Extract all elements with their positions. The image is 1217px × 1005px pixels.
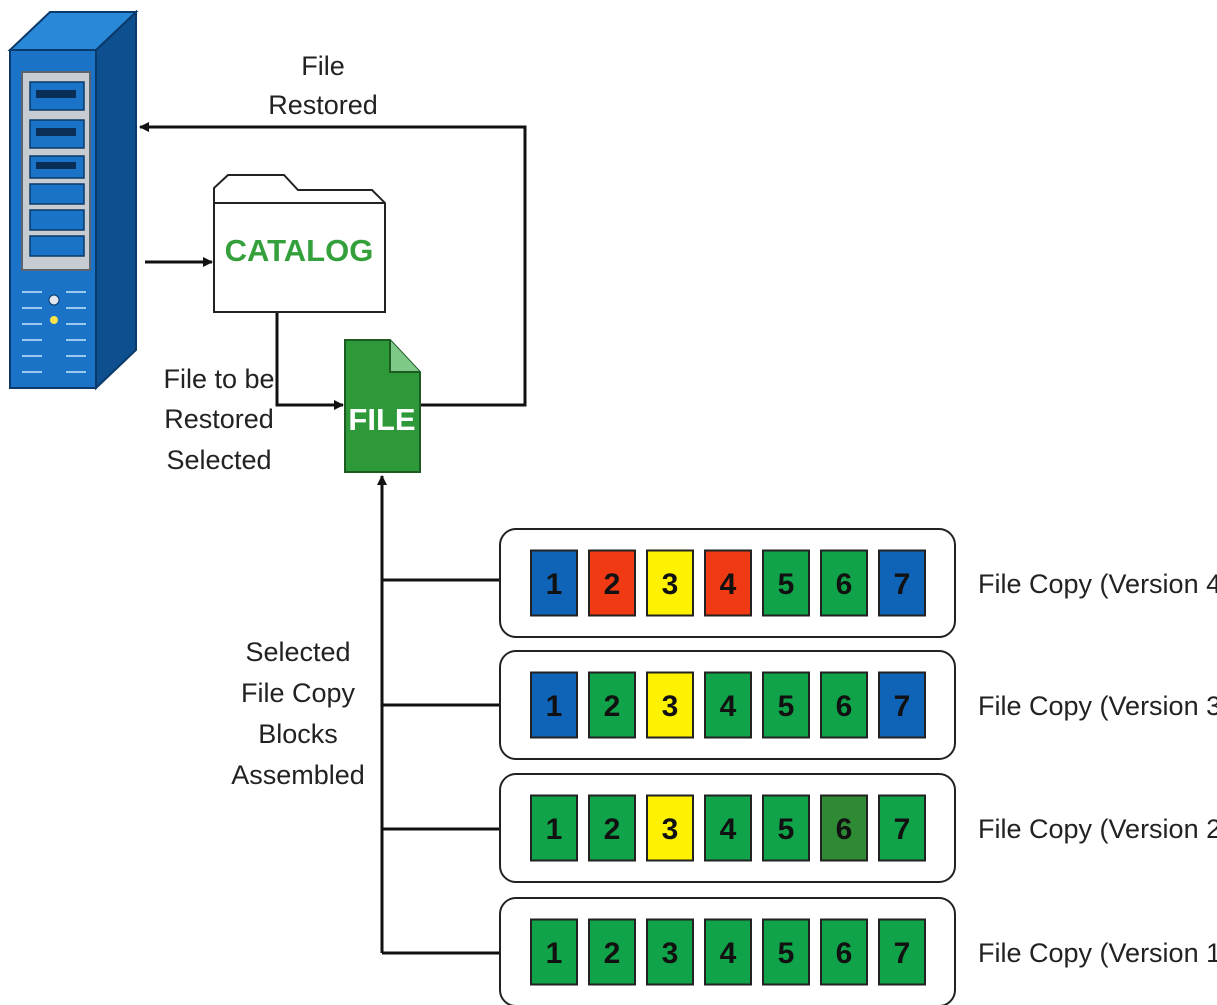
data-block [704, 671, 752, 739]
data-block [820, 794, 868, 862]
data-block-number: 4 [720, 813, 737, 846]
selected-blocks-assembled-label: Selected File Copy Blocks Assembled [231, 637, 365, 790]
data-block-number: 3 [662, 568, 679, 601]
data-block-number: 1 [546, 568, 563, 601]
version-label: File Copy (Version 1) [978, 938, 1217, 968]
version-row: 1 2 3 4 5 6 7 File Copy (Version 4) [499, 528, 1217, 638]
data-block-number: 6 [836, 813, 853, 846]
data-block-number: 4 [720, 690, 737, 723]
data-block-number: 6 [836, 568, 853, 601]
catalog-label: CATALOG [225, 233, 374, 268]
data-block-number: 2 [604, 937, 621, 970]
file-restored-arrow [139, 122, 527, 407]
data-block [530, 671, 578, 739]
catalog-folder: CATALOG [213, 174, 386, 313]
svg-text:Restored: Restored [268, 90, 378, 120]
data-block-number: 1 [546, 813, 563, 846]
data-block-number: 7 [894, 937, 911, 970]
data-block-number: 5 [778, 813, 795, 846]
data-block [878, 549, 926, 617]
data-block-number: 2 [604, 568, 621, 601]
data-block [762, 794, 810, 862]
data-block [878, 918, 926, 986]
data-block [820, 549, 868, 617]
data-block [704, 794, 752, 862]
data-block [704, 918, 752, 986]
data-block [878, 671, 926, 739]
data-block [820, 918, 868, 986]
data-block-number: 7 [894, 568, 911, 601]
data-block [878, 794, 926, 862]
data-block [530, 549, 578, 617]
version-label: File Copy (Version 3) [978, 691, 1217, 721]
svg-text:File: File [301, 51, 345, 81]
data-block [704, 549, 752, 617]
data-block-number: 1 [546, 937, 563, 970]
data-block-number: 2 [604, 690, 621, 723]
folder-icon [213, 174, 386, 313]
data-block-number: 6 [836, 937, 853, 970]
file-document: FILE [344, 339, 421, 473]
data-block [588, 918, 636, 986]
data-block [646, 549, 694, 617]
data-block [762, 549, 810, 617]
data-block-number: 4 [720, 937, 737, 970]
data-block [588, 549, 636, 617]
data-block-number: 5 [778, 937, 795, 970]
svg-text:File to be: File to be [163, 364, 274, 394]
svg-text:Blocks: Blocks [258, 719, 338, 749]
data-block-number: 3 [662, 690, 679, 723]
file-restored-label: File Restored [268, 51, 378, 120]
svg-text:Selected: Selected [245, 637, 350, 667]
data-block-number: 3 [662, 937, 679, 970]
data-block [820, 671, 868, 739]
data-block [762, 918, 810, 986]
version-row: 1 2 3 4 5 6 7 File Copy (Version 3) [499, 650, 1217, 760]
data-block-number: 7 [894, 690, 911, 723]
data-block [530, 794, 578, 862]
version-label: File Copy (Version 2) [978, 814, 1217, 844]
svg-text:File Copy: File Copy [241, 678, 356, 708]
data-block-number: 6 [836, 690, 853, 723]
data-block-number: 5 [778, 568, 795, 601]
file-label: FILE [348, 402, 415, 437]
data-block-number: 4 [720, 568, 737, 601]
version-row: 1 2 3 4 5 6 7 File Copy (Version 1) [499, 897, 1217, 1005]
data-block [588, 794, 636, 862]
data-block [530, 918, 578, 986]
data-block-number: 3 [662, 813, 679, 846]
svg-text:Selected: Selected [166, 445, 271, 475]
file-to-be-restored-label: File to be Restored Selected [163, 364, 274, 475]
connectors [139, 122, 527, 955]
data-block [646, 794, 694, 862]
svg-text:Restored: Restored [164, 404, 274, 434]
data-block-number: 2 [604, 813, 621, 846]
data-block [646, 918, 694, 986]
svg-text:Assembled: Assembled [231, 760, 365, 790]
data-block [762, 671, 810, 739]
version-label: File Copy (Version 4) [978, 569, 1217, 599]
catalog-to-file-arrow [275, 312, 344, 410]
version-row: 1 2 3 4 5 6 7 File Copy (Version 2) [499, 773, 1217, 883]
server-tower-icon [7, 9, 139, 391]
data-block [588, 671, 636, 739]
data-block-number: 1 [546, 690, 563, 723]
data-block-number: 7 [894, 813, 911, 846]
data-block [646, 671, 694, 739]
data-block-number: 5 [778, 690, 795, 723]
